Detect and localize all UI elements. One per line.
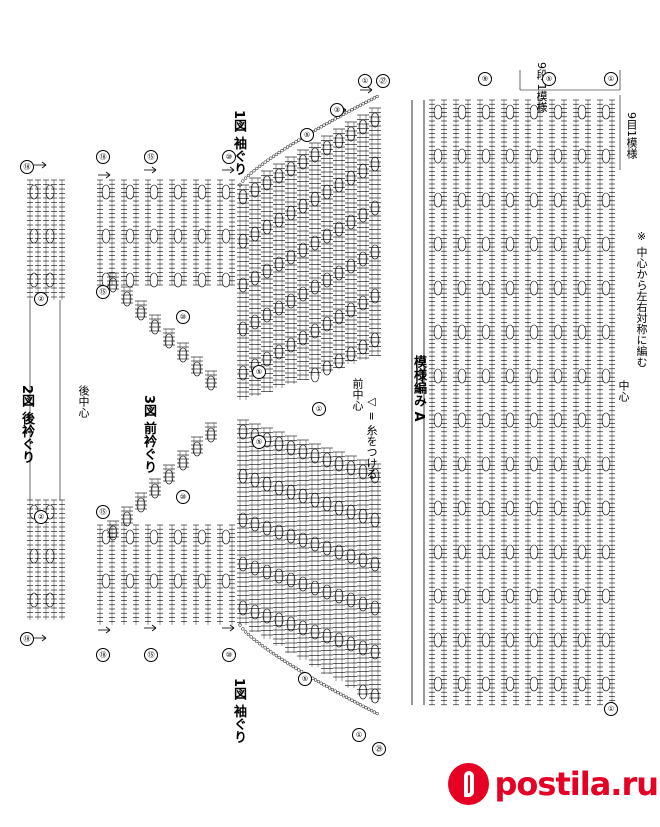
- row-marker: ②: [34, 292, 48, 306]
- row-marker: ⑤: [252, 365, 266, 379]
- row-marker: ⑮: [144, 648, 158, 662]
- row-marker: ㉙: [372, 742, 386, 756]
- row-marker: ①: [604, 72, 618, 86]
- row-marker: ⑤: [542, 72, 556, 86]
- row-marker: ⑱: [96, 648, 110, 662]
- row-marker: ①: [358, 74, 372, 88]
- row-marker: ⑩: [222, 150, 236, 164]
- postila-watermark: postila.ru: [448, 760, 658, 808]
- row-marker: ⑱: [20, 160, 34, 174]
- row-marker: ⑤: [252, 435, 266, 449]
- center-label: 中心: [618, 380, 629, 402]
- row-marker: ⑱: [20, 632, 34, 646]
- fig3-title: 3図 前衿ぐり: [142, 395, 155, 474]
- attach-thread-label: ◁ = 糸をつける: [366, 395, 377, 479]
- row-marker: ⑮: [144, 150, 158, 164]
- row-marker: ⑤: [298, 672, 312, 686]
- row-marker: ②: [34, 510, 48, 524]
- rows-per-repeat-label: 9段 1模様: [536, 62, 547, 113]
- row-marker: ⑩: [176, 490, 190, 504]
- row-marker: ⑤: [300, 128, 314, 142]
- row-marker: ①: [604, 702, 618, 716]
- row-marker: ③: [330, 103, 344, 117]
- row-marker: ⑮: [96, 285, 110, 299]
- row-marker: ㉗: [376, 74, 390, 88]
- fig2-title: 2図 後衿ぐり: [20, 385, 33, 464]
- row-marker: ①: [352, 728, 366, 742]
- back-center-label: 後中心: [78, 385, 89, 418]
- row-marker: ⑨: [478, 72, 492, 86]
- stitches-per-repeat-label: 9目1模様: [626, 112, 637, 159]
- front-center-label: 前中心: [352, 378, 363, 411]
- row-marker: ①: [312, 402, 326, 416]
- row-marker: ⑩: [222, 648, 236, 662]
- symmetric-note: ※ 中心から左右対称に編む: [636, 230, 647, 368]
- pin-logo-icon: [448, 763, 489, 805]
- row-marker: ⑮: [96, 505, 110, 519]
- fig1-top-title: 1図 袖ぐり: [232, 110, 245, 176]
- watermark-text: postila.ru: [495, 765, 658, 803]
- row-marker: ⑩: [176, 310, 190, 324]
- fig1-bottom-title: 1図 袖ぐり: [232, 678, 245, 744]
- row-marker: ⑱: [96, 150, 110, 164]
- pattern-a-title: 模様編み A: [412, 355, 425, 422]
